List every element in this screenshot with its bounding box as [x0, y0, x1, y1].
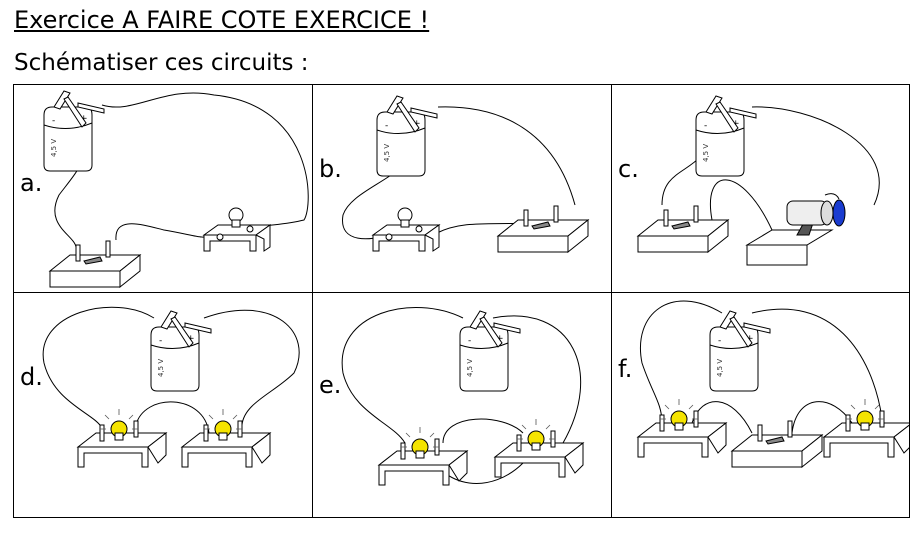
- battery: [709, 310, 771, 392]
- lamp-2: [182, 409, 270, 467]
- battery: [459, 310, 521, 392]
- circuit-label: b.: [319, 155, 342, 183]
- circuit-d: 4,5 V d.: [14, 293, 313, 517]
- circuit-f-drawing: 4,5 V: [612, 300, 909, 468]
- lamp-1: [638, 399, 726, 457]
- battery-label: 4,5 V: [157, 359, 165, 377]
- circuit-e: 4,5 V e.: [313, 293, 612, 517]
- battery-label: 4,5 V: [383, 144, 391, 162]
- circuit-b: 4,5 V b.: [313, 85, 612, 293]
- switch: [49, 240, 141, 288]
- circuit-label: c.: [618, 155, 639, 183]
- battery: [43, 90, 105, 172]
- battery: [150, 310, 212, 392]
- battery: [695, 95, 757, 177]
- circuit-label: a.: [20, 169, 43, 197]
- lamp: [372, 207, 440, 252]
- circuit-e-drawing: 4,5 V: [341, 307, 612, 517]
- lamp-1: [379, 427, 467, 485]
- motor: [786, 193, 846, 236]
- circuit-f: 4,5 V f.: [612, 293, 909, 517]
- battery: [376, 95, 438, 177]
- circuit-c: 4,5 V c.: [612, 85, 909, 293]
- instruction: Schématiser ces circuits :: [14, 50, 309, 76]
- circuits-table: 4,5 V a. 4,5 V b. 4,5 V c. 4,5 V: [13, 84, 910, 518]
- circuit-a-drawing: 4,5 V: [43, 90, 309, 288]
- circuit-c-drawing: 4,5 V: [637, 95, 880, 266]
- circuit-label: d.: [20, 363, 43, 391]
- battery-label: 4,5 V: [716, 359, 724, 377]
- switch: [731, 420, 823, 468]
- switch: [637, 205, 729, 253]
- switch: [497, 205, 589, 253]
- circuit-b-drawing: 4,5 V: [342, 95, 589, 253]
- lamp: [203, 207, 271, 252]
- battery-label: 4,5 V: [50, 139, 58, 157]
- wire: [54, 92, 309, 248]
- wire: [42, 306, 300, 434]
- circuit-a: 4,5 V a.: [14, 85, 313, 293]
- exercise-title: Exercice A FAIRE COTE EXERCICE !: [14, 6, 430, 34]
- circuit-d-drawing: 4,5 V: [42, 306, 300, 517]
- circuit-label: e.: [319, 371, 342, 399]
- battery-label: 4,5 V: [466, 359, 474, 377]
- battery-label: 4,5 V: [702, 144, 710, 162]
- circuit-label: f.: [618, 355, 633, 383]
- motor-board: [745, 229, 834, 266]
- lamp-2: [495, 419, 583, 477]
- wire: [640, 300, 883, 434]
